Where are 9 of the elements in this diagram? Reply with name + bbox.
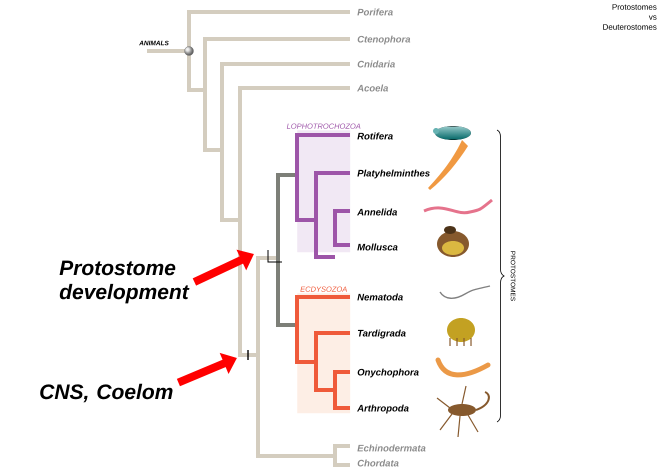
taxon-label: Echinodermata	[357, 444, 426, 452]
annotation-text: Protostome development	[60, 260, 190, 304]
taxon-label: Cnidaria	[358, 60, 395, 68]
title: Protostomes vs Deuterostomes	[603, 4, 657, 30]
taxon-label: Acoela	[357, 84, 388, 92]
taxon-label: Chordata	[358, 460, 399, 466]
annotation-text: CNS, Coelom	[40, 384, 172, 402]
taxon-label: Ctenophora	[358, 36, 410, 44]
taxon-label: Porifera	[357, 8, 393, 16]
